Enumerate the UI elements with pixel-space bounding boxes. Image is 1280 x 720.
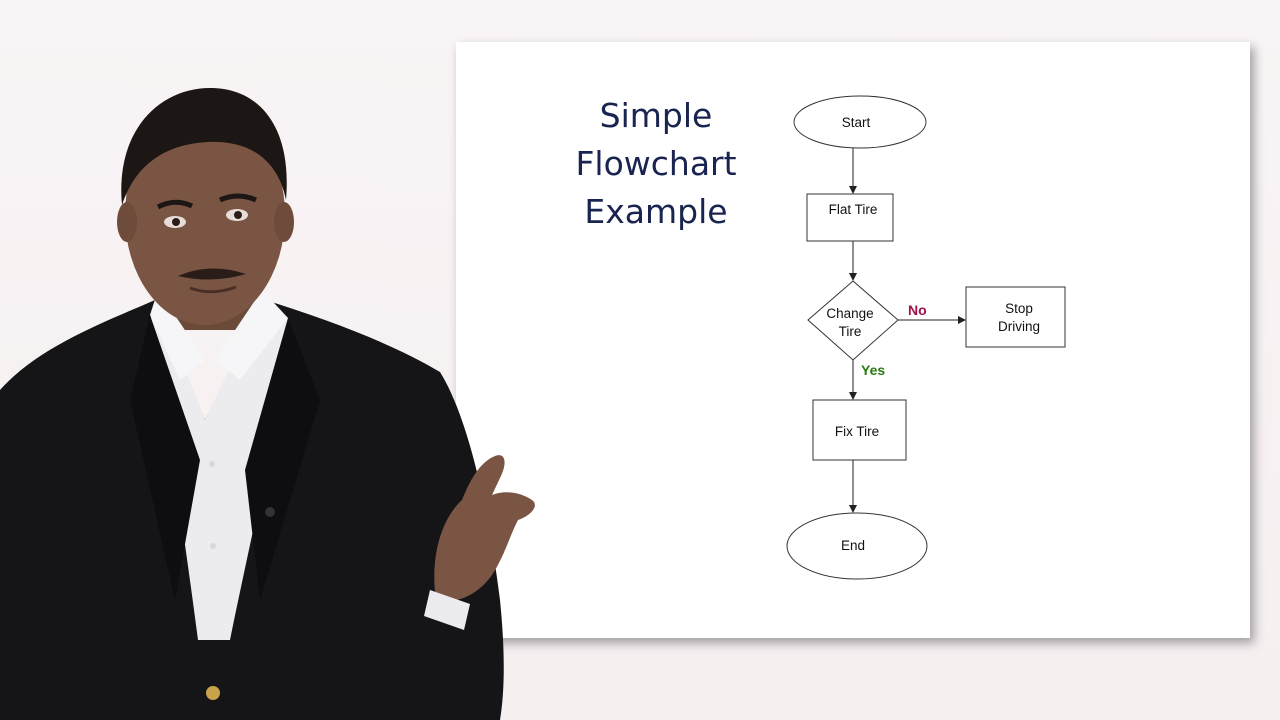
presenter-shirt-button-2 bbox=[210, 543, 216, 549]
presenter-pupil-right bbox=[234, 211, 242, 219]
flowchart-diagram: No Yes Start Flat Tire Change Tire St bbox=[786, 95, 1066, 580]
edge-label-no: No bbox=[908, 302, 927, 318]
presenter-ear-right bbox=[274, 202, 294, 242]
presenter-mouth bbox=[189, 285, 237, 294]
presenter-microphone bbox=[265, 507, 275, 517]
node-start-label: Start bbox=[842, 115, 871, 130]
presenter-lapel-right bbox=[245, 318, 320, 600]
presenter-figure bbox=[0, 88, 535, 720]
slide-title-line-1: Simple bbox=[599, 96, 713, 135]
node-end-label: End bbox=[841, 538, 865, 553]
node-start: Start bbox=[793, 95, 927, 149]
presentation-slide: Simple Flowchart Example No Yes Start bbox=[456, 42, 1250, 638]
presenter-brow-right bbox=[218, 193, 258, 203]
presenter-hair bbox=[121, 88, 287, 205]
presenter-face bbox=[125, 105, 285, 325]
node-change-tire-label-line-1: Change bbox=[826, 306, 873, 321]
presenter-lapel-left bbox=[130, 315, 200, 600]
node-flat-tire: Flat Tire bbox=[806, 193, 894, 242]
slide-title-line-2: Flowchart bbox=[575, 144, 737, 183]
node-stop-driving: Stop Driving bbox=[965, 286, 1066, 348]
node-flat-tire-label: Flat Tire bbox=[829, 202, 878, 217]
edge-label-yes: Yes bbox=[861, 362, 885, 378]
node-change-tire-decision: Change Tire bbox=[807, 280, 899, 361]
presenter-ear-left bbox=[117, 202, 137, 242]
presenter-shirt-button-1 bbox=[209, 461, 215, 467]
presenter-jacket-button bbox=[206, 686, 220, 700]
presenter-collar-right bbox=[215, 290, 288, 380]
presenter-collar bbox=[150, 290, 205, 380]
presenter-brow-left bbox=[156, 199, 194, 210]
node-stop-driving-label-line-1: Stop bbox=[1005, 301, 1033, 316]
node-fix-tire: Fix Tire bbox=[812, 399, 907, 461]
node-stop-driving-label-line-2: Driving bbox=[998, 319, 1040, 334]
node-fix-tire-label: Fix Tire bbox=[835, 424, 879, 439]
presenter-shirt bbox=[150, 300, 288, 640]
presenter-pupil-left bbox=[172, 218, 180, 226]
slide-title-line-3: Example bbox=[584, 192, 728, 231]
presenter-hand bbox=[434, 455, 535, 602]
slide-title: Simple Flowchart Example bbox=[526, 92, 786, 236]
presenter-cuff bbox=[424, 590, 470, 630]
node-change-tire-label-line-2: Tire bbox=[839, 324, 862, 339]
presenter-mustache bbox=[178, 268, 246, 280]
node-end: End bbox=[786, 512, 928, 580]
